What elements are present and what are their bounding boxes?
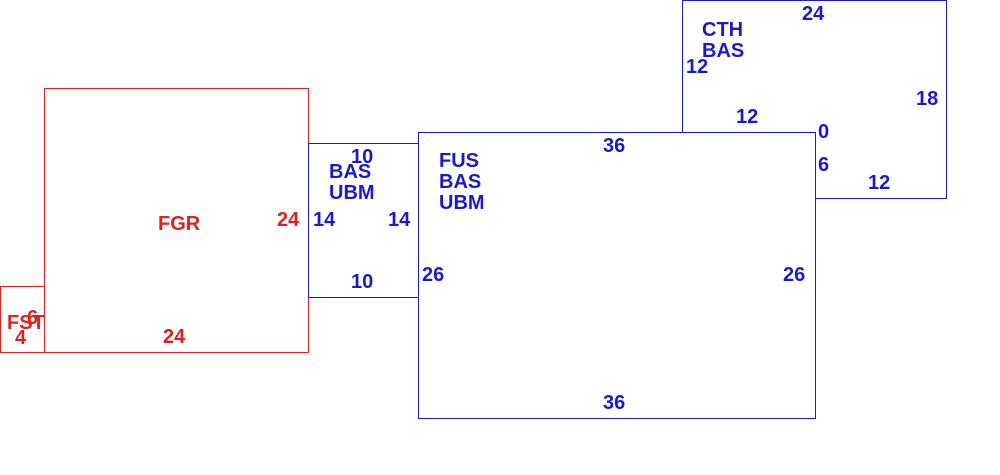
dim-cth-left: 12 [686,56,709,78]
room-name-line: BAS [702,40,745,62]
room-name-fgr: FGR [158,213,201,235]
room-name-fst: FST [7,312,45,334]
dim-bas-ubm-left: 14 [313,209,336,231]
dim-fgr-bottom: 24 [163,326,186,348]
dim-bas-ubm-top: 10 [351,146,374,168]
dim-fst-left: 4 [15,327,27,349]
room-fst [0,286,45,353]
dim-fst-top: 6 [27,307,39,329]
room-fus-bas-ubm [418,132,816,419]
dim-cth-bottom-right: 12 [868,172,891,194]
dim-cth-notch-top: 0 [818,121,830,143]
dim-fus-top: 36 [603,135,626,157]
dim-cth-notch-side: 6 [818,154,830,176]
dim-bas-ubm-right: 14 [388,209,411,231]
room-name-line: CTH [702,19,744,41]
room-name-line: UBM [329,182,375,204]
dim-cth-right: 18 [916,88,939,110]
dim-cth-top: 24 [802,3,825,25]
room-name-bas-ubm: BAS UBM [329,162,375,204]
dim-cth-bottom-left: 12 [736,106,759,128]
room-name-line: BAS [439,171,482,193]
room-name-line: FUS [439,150,479,172]
dim-fgr-right: 24 [277,209,300,231]
room-name-line: UBM [439,192,485,214]
dim-fus-right: 26 [783,264,806,286]
dim-fus-left: 26 [422,264,445,286]
room-name-fus-bas-ubm: FUS BAS UBM [439,151,485,214]
room-name-cth-bas: CTH BAS [702,20,744,62]
room-name-line: BAS [329,161,372,183]
dim-bas-ubm-bottom: 10 [351,271,374,293]
dim-fus-bottom: 36 [603,392,626,414]
